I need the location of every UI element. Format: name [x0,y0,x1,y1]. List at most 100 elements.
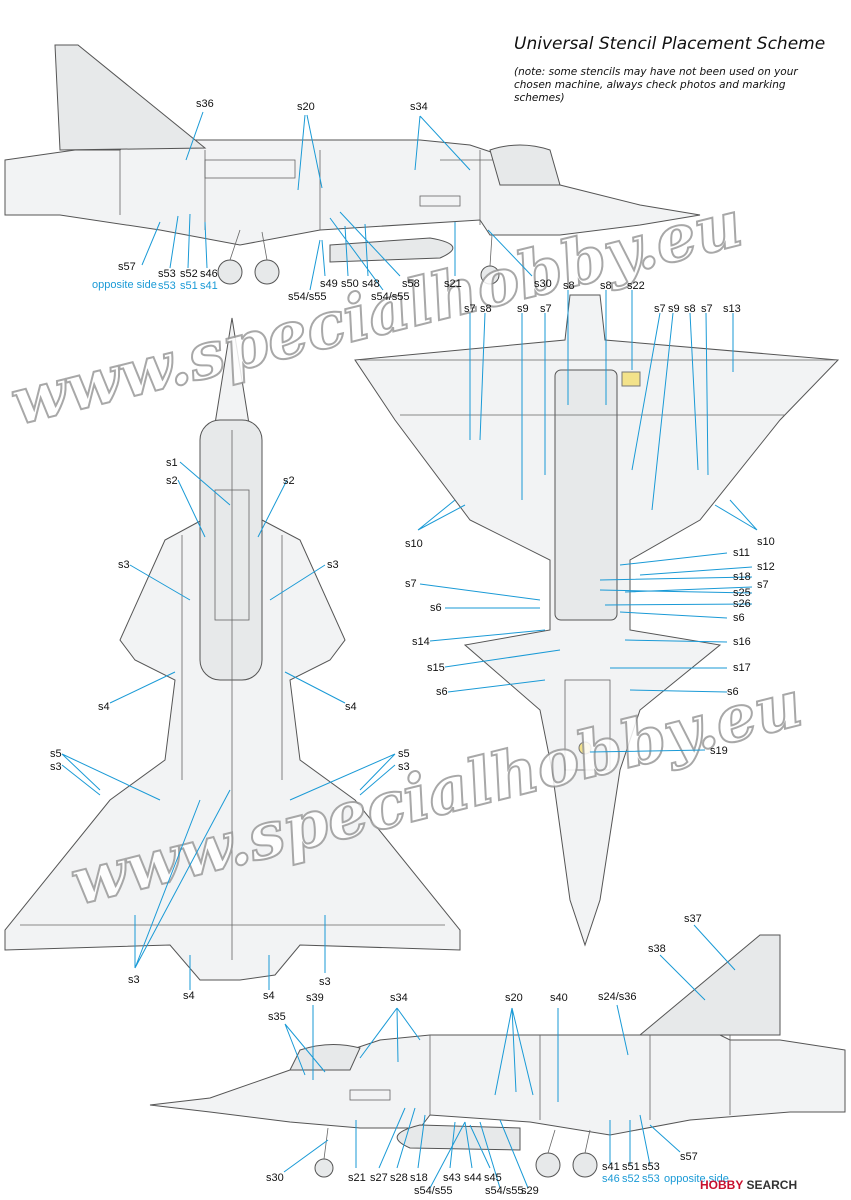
label-s45: s45 [484,1172,502,1184]
label-s49: s49 [320,278,338,290]
label-s54-s55: s54/s55 [414,1185,453,1197]
credit-suffix: SEARCH [746,1178,798,1192]
label-s58: s58 [402,278,420,290]
label-s39: s39 [306,992,324,1004]
side-view-left [4,44,701,285]
label-s5: s5 [398,748,410,760]
label-s29: s29 [521,1185,539,1197]
label-s18: s18 [733,571,751,583]
label-s26: s26 [733,598,751,610]
bottom-view [354,294,840,947]
label-s5: s5 [50,748,62,760]
label-s7: s7 [757,579,769,591]
label-s54-s55: s54/s55 [288,291,327,303]
label-s2: s2 [283,475,295,487]
source-credit: HOBBY SEARCH [700,1178,797,1192]
label-s51: s51 [622,1161,640,1173]
label-s41-opposite: s41 [200,280,218,292]
label-s17: s17 [733,662,751,674]
label-s41: s41 [602,1161,620,1173]
label-s30: s30 [534,278,552,290]
label-s6: s6 [733,612,745,624]
label-s36: s36 [196,98,214,110]
label-s57: s57 [680,1151,698,1163]
label-s8: s8 [600,280,612,292]
label-s3: s3 [327,559,339,571]
label-s53-opposite: s53 [158,280,176,292]
top-view [4,317,461,981]
leader-lines [61,111,758,1189]
label-s30: s30 [266,1172,284,1184]
label-s16: s16 [733,636,751,648]
label-s38: s38 [648,943,666,955]
label-s4: s4 [183,990,195,1002]
credit-brand: HOBBY [700,1178,744,1192]
label-s6: s6 [727,686,739,698]
label-s10: s10 [405,538,423,550]
label-s52-opposite: s52 [622,1173,640,1185]
label-s3: s3 [319,976,331,988]
label-s8: s8 [563,280,575,292]
label-s52: s52 [180,268,198,280]
label-s40: s40 [550,992,568,1004]
label-s1: s1 [166,457,178,469]
label-s8: s8 [684,303,696,315]
stencil-labels: s36 s20 s34 s57 s53 s52 s46 s49 s50 s48 … [50,98,775,1197]
label-s18: s18 [410,1172,428,1184]
label-s48: s48 [362,278,380,290]
label-s10: s10 [757,536,775,548]
label-s4: s4 [263,990,275,1002]
label-s19: s19 [710,745,728,757]
page-note: (note: some stencils may have not been u… [514,66,798,104]
label-s2: s2 [166,475,178,487]
opposite-side-caption: opposite side [92,279,157,291]
label-s7: s7 [464,303,476,315]
label-s21: s21 [348,1172,366,1184]
label-s4: s4 [98,701,110,713]
label-s57: s57 [118,261,136,273]
label-s54-s55: s54/s55 [485,1185,524,1197]
label-s21: s21 [444,278,462,290]
label-s53-opposite: s53 [642,1173,660,1185]
label-s7: s7 [540,303,552,315]
label-s53: s53 [642,1161,660,1173]
page-title: Universal Stencil Placement Scheme [514,34,826,54]
label-s35: s35 [268,1011,286,1023]
label-s43: s43 [443,1172,461,1184]
label-s3: s3 [50,761,62,773]
label-s25: s25 [733,587,751,599]
label-s46-opposite: s46 [602,1173,620,1185]
label-s22: s22 [627,280,645,292]
label-s53: s53 [158,268,176,280]
label-s37: s37 [684,913,702,925]
label-s28: s28 [390,1172,408,1184]
label-s44: s44 [464,1172,482,1184]
label-s3: s3 [398,761,410,773]
label-s34: s34 [410,101,428,113]
label-s11: s11 [733,547,750,559]
label-s46: s46 [200,268,218,280]
label-s4: s4 [345,701,357,713]
label-s54-s55: s54/s55 [371,291,410,303]
label-s9: s9 [668,303,680,315]
label-s3: s3 [118,559,130,571]
label-s20: s20 [297,101,315,113]
label-s8: s8 [480,303,492,315]
label-s13: s13 [723,303,741,315]
label-s27: s27 [370,1172,388,1184]
label-s6: s6 [436,686,448,698]
label-s12: s12 [757,561,775,573]
label-s15: s15 [427,662,445,674]
label-s7: s7 [405,578,417,590]
label-s7: s7 [701,303,713,315]
label-s7: s7 [654,303,666,315]
label-s50: s50 [341,278,359,290]
label-s51-opposite: s51 [180,280,198,292]
label-s34: s34 [390,992,408,1004]
side-view-right [149,934,846,1178]
label-s6: s6 [430,602,442,614]
opposite-side-caption: opposite side [664,1173,729,1185]
label-s24-s36: s24/s36 [598,991,637,1003]
label-s3: s3 [128,974,140,986]
